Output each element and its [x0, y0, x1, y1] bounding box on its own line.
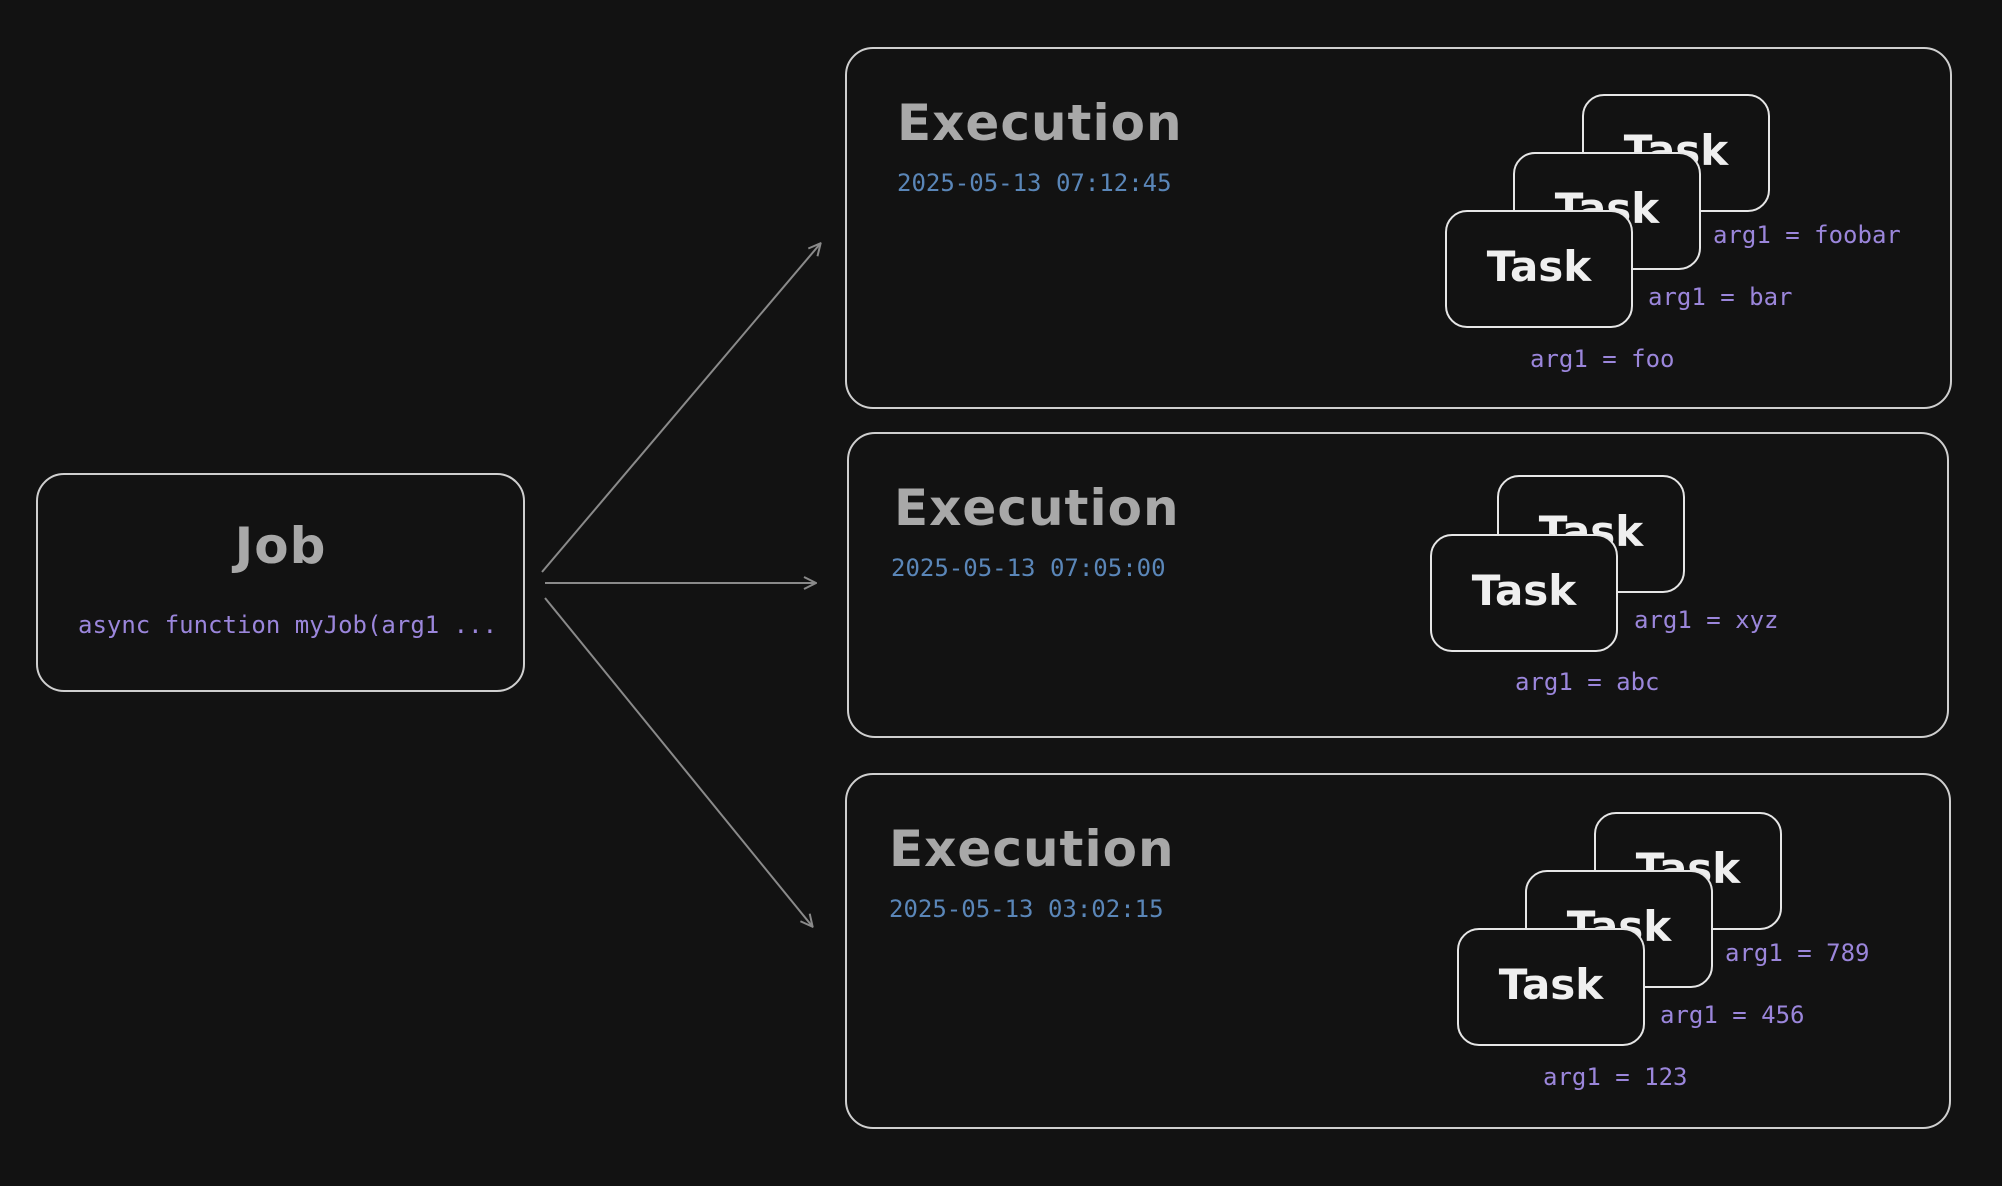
execution-timestamp: 2025-05-13 07:05:00: [891, 554, 1166, 582]
task-arg: arg1 = 456: [1660, 1001, 1805, 1029]
task-card[interactable]: Task: [1457, 928, 1645, 1046]
task-arg: arg1 = 123: [1543, 1063, 1688, 1091]
task-arg: arg1 = xyz: [1634, 606, 1779, 634]
job-code: async function myJob(arg1 ...: [78, 611, 498, 639]
task-arg: arg1 = 789: [1725, 939, 1870, 967]
arrow-to-execution-1: [541, 244, 820, 573]
execution-title: Execution: [894, 479, 1180, 537]
task-arg: arg1 = foo: [1530, 345, 1675, 373]
execution-box-3[interactable]: Execution 2025-05-13 03:02:15 Task Task …: [845, 773, 1951, 1129]
task-card[interactable]: Task: [1430, 534, 1618, 652]
task-arg: arg1 = foobar: [1713, 221, 1901, 249]
execution-box-1[interactable]: Execution 2025-05-13 07:12:45 Task Task …: [845, 47, 1952, 409]
task-label: Task: [1471, 566, 1577, 615]
arrow-to-execution-3: [544, 597, 812, 926]
task-arg: arg1 = bar: [1648, 283, 1793, 311]
execution-timestamp: 2025-05-13 07:12:45: [897, 169, 1172, 197]
task-arg: arg1 = abc: [1515, 668, 1660, 696]
job-box[interactable]: Job async function myJob(arg1 ...: [36, 473, 525, 692]
execution-box-2[interactable]: Execution 2025-05-13 07:05:00 Task Task …: [847, 432, 1949, 738]
job-title: Job: [234, 517, 327, 575]
execution-title: Execution: [889, 820, 1175, 878]
task-card[interactable]: Task: [1445, 210, 1633, 328]
execution-timestamp: 2025-05-13 03:02:15: [889, 895, 1164, 923]
task-label: Task: [1498, 960, 1604, 1009]
execution-title: Execution: [897, 94, 1183, 152]
task-label: Task: [1486, 242, 1592, 291]
